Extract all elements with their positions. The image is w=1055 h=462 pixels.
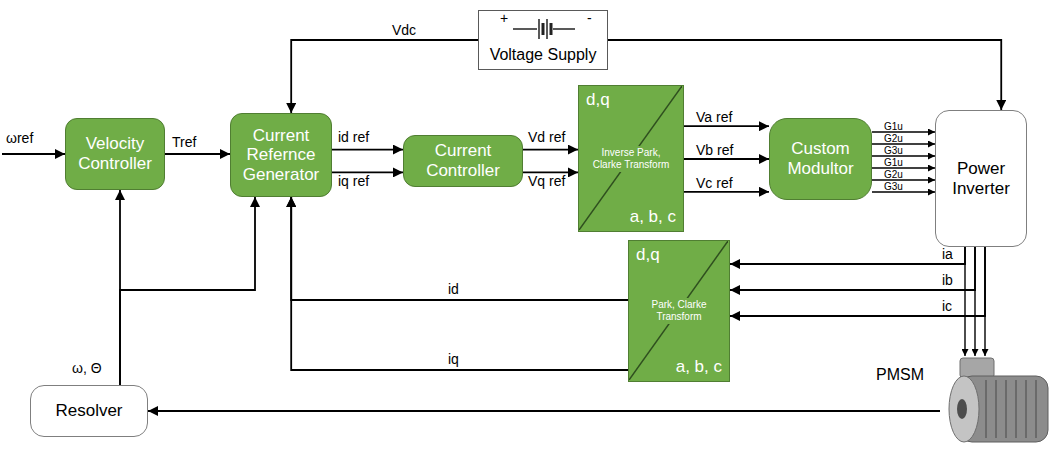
hardware-block: Resolver — [30, 385, 148, 437]
gate-signal-name: G3u — [884, 181, 903, 193]
signal-connector — [684, 191, 769, 193]
battery-line — [553, 28, 575, 30]
motor-shaft — [957, 399, 967, 419]
signal-connector — [684, 158, 769, 160]
battery-line — [550, 23, 553, 35]
polarity-mark: + — [500, 10, 508, 26]
signal-connector — [974, 247, 975, 356]
gate-signal-name: G1u — [884, 157, 903, 169]
signal-name: iq — [448, 351, 459, 367]
signal-connector — [684, 125, 769, 127]
signal-connector — [523, 149, 578, 151]
frame-label: d,q — [586, 90, 610, 110]
terminal-box — [960, 358, 994, 378]
gate-signal-name: G2u — [884, 133, 903, 145]
battery-line — [546, 19, 548, 39]
block-label: Velocity Controller — [70, 134, 160, 173]
hardware-block: Power Inverter — [935, 110, 1027, 247]
signal-name: Vb ref — [696, 142, 733, 158]
polarity-mark: - — [587, 10, 592, 26]
signal-name: Vdc — [392, 22, 416, 38]
signal-connector — [872, 179, 935, 180]
gate-signal-name: G3u — [884, 145, 903, 157]
motor-face — [949, 376, 979, 442]
signal-connector — [730, 247, 985, 316]
transform-block: d,qInverse Park, Clarke Transform a, b, c — [578, 85, 684, 232]
diagonal-line — [629, 241, 728, 380]
signal-name: ωref — [6, 130, 33, 146]
frame-label: a, b, c — [676, 357, 722, 377]
signal-name: ib — [942, 272, 953, 288]
signal-connector — [964, 247, 965, 356]
transform-name: Park, Clarke Transform — [635, 298, 723, 324]
frame-label: d,q — [636, 245, 660, 265]
gate-signal-name: G2u — [884, 169, 903, 181]
signal-name: ia — [942, 246, 953, 262]
pmsm-drawing — [940, 356, 1052, 456]
control-block: Current Controller — [403, 135, 523, 187]
signal-connector — [872, 143, 935, 144]
battery-line — [513, 28, 537, 30]
signal-connector — [872, 131, 935, 132]
block-label: Resolver — [55, 401, 122, 421]
battery-line — [542, 23, 545, 35]
signal-name: ω, Θ — [72, 360, 102, 376]
signal-connector — [165, 153, 230, 155]
signal-name: id ref — [338, 129, 369, 145]
signal-name: ic — [942, 298, 952, 314]
block-label: Power Inverter — [940, 159, 1022, 198]
cooling-fin — [1035, 380, 1037, 438]
signal-name: iq ref — [338, 173, 369, 189]
signal-connector — [120, 197, 255, 385]
block-label: Current Refernce Generator — [235, 126, 327, 185]
control-block: Current Refernce Generator — [230, 113, 332, 197]
input-signal-line — [2, 153, 65, 155]
signal-name: Vd ref — [528, 129, 565, 145]
cooling-fin — [1005, 380, 1007, 438]
frame-label: a, b, c — [630, 207, 676, 227]
battery-line — [538, 19, 540, 39]
signal-name: Va ref — [696, 109, 732, 125]
signal-connector — [984, 247, 985, 356]
diagonal-line — [579, 86, 682, 230]
cooling-fin — [985, 380, 987, 438]
cooling-fin — [1025, 380, 1027, 438]
signal-connector — [332, 149, 403, 151]
signal-name: Vq ref — [528, 173, 565, 189]
cooling-fin — [1015, 380, 1017, 438]
control-block: Velocity Controller — [65, 118, 165, 190]
gate-signal-name: G1u — [884, 121, 903, 133]
signal-connector — [872, 191, 935, 192]
block-label: Voltage Supply — [490, 46, 597, 64]
signal-connector — [730, 247, 965, 264]
signal-connector — [291, 40, 478, 113]
control-block: Custom Modultor — [769, 118, 872, 200]
signal-name: Tref — [172, 134, 196, 150]
transform-name: Inverse Park, Clarke Transform — [587, 146, 675, 172]
motor-illustration: PMSM — [940, 356, 1052, 456]
block-label: Current Controller — [408, 141, 518, 180]
signal-connector — [730, 247, 975, 290]
signal-connector — [872, 155, 935, 156]
signal-name: Vc ref — [696, 175, 733, 191]
signal-connector — [148, 410, 940, 412]
signal-connector — [872, 167, 935, 168]
cooling-fin — [995, 380, 997, 438]
signal-name: id — [448, 281, 459, 297]
transform-block: d,qPark, Clarke Transform a, b, c — [628, 240, 730, 382]
block-label: PMSM — [876, 366, 924, 384]
block-label: Custom Modultor — [774, 139, 867, 178]
